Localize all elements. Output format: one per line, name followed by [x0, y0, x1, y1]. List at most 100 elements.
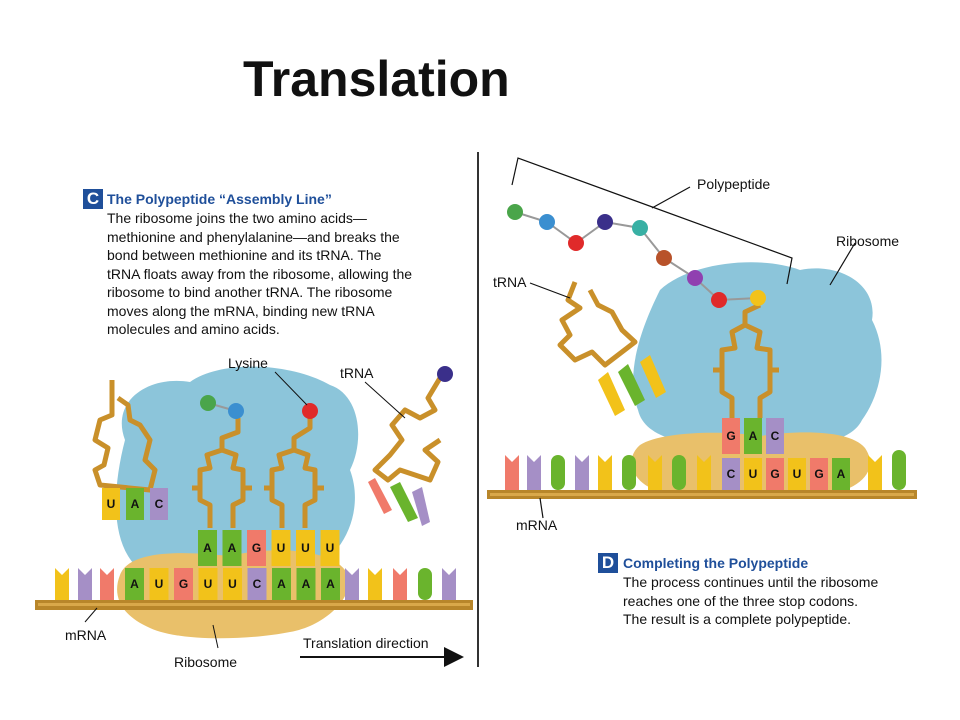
right-mrna-extra-bases	[505, 450, 906, 490]
right-trna-exiting	[557, 281, 666, 416]
exiting-base-letter: A	[131, 497, 140, 511]
mrna-base-block	[744, 458, 762, 490]
anticodon-base-letter: G	[252, 541, 261, 555]
translation-direction-label: Translation direction	[303, 635, 429, 651]
right-trna-bound	[713, 302, 779, 418]
mrna-base-letter: A	[326, 577, 335, 591]
mrna-base-letter: G	[770, 467, 779, 481]
anticodon-base-letter: U	[301, 541, 310, 555]
panel-d-body: The process continues until the ribosome…	[623, 573, 878, 629]
exiting-base-letter: C	[155, 497, 164, 511]
right-mrna-label: mRNA	[516, 517, 558, 533]
lysine-ball	[302, 403, 318, 419]
exiting-base-letter: U	[107, 497, 116, 511]
panel-c-letter: C	[83, 189, 103, 209]
anticodon-base-letter: A	[749, 429, 758, 443]
anticodon-base-letter: A	[228, 541, 237, 555]
mrna-base-letter: A	[277, 577, 286, 591]
mrna-base-block	[272, 568, 291, 600]
panel-c-body: The ribosome joins the two amino acids— …	[107, 209, 412, 339]
left-amino-acids	[200, 366, 453, 419]
anticodon-base-block	[744, 418, 762, 454]
mrna-base-letter: C	[253, 577, 262, 591]
mrna-base-block	[247, 568, 267, 600]
mrna-base-letter: U	[793, 467, 802, 481]
mrna-base-block	[223, 568, 242, 600]
mrna-base-letter: A	[302, 577, 311, 591]
panel-c-line: The ribosome joins the two amino acids—	[107, 210, 367, 226]
right-ribosome-label: Ribosome	[836, 233, 899, 249]
panel-d-line: The result is a complete polypeptide.	[623, 611, 852, 627]
right-leader-lines	[511, 157, 856, 519]
polypeptide-label: Polypeptide	[697, 176, 770, 192]
panel-c-line: ribosome to bind another tRNA. The ribos…	[107, 284, 393, 300]
anticodon-base-block	[296, 530, 315, 566]
anticodon-base-block	[247, 530, 266, 566]
panel-c-line: moves along the mRNA, binding new tRNA	[107, 302, 375, 319]
mrna-base-block	[174, 568, 193, 600]
left-trna-bound-1	[192, 418, 252, 528]
mrna-base-block	[810, 458, 828, 490]
anticodon-base-letter: U	[277, 541, 286, 555]
mrna-base-letter: C	[727, 467, 736, 481]
mrna-base-block	[722, 458, 740, 490]
panel-d-heading: Completing the Polypeptide	[623, 555, 809, 571]
anticodon-base-block	[222, 530, 242, 566]
right-mrna-strand	[487, 490, 917, 499]
mrna-base-block	[198, 568, 218, 600]
mrna-base-letter: U	[204, 577, 213, 591]
left-mrna-extra-bases	[55, 568, 456, 600]
left-ribosome-label: Ribosome	[174, 654, 237, 670]
mrna-base-block	[832, 458, 850, 490]
left-mrna-strand	[35, 600, 473, 610]
left-leader-lines	[84, 371, 406, 649]
mrna-base-block	[788, 458, 806, 490]
anticodon-base-letter: U	[326, 541, 335, 555]
panel-divider	[477, 152, 479, 667]
mrna-base-letter: G	[814, 467, 823, 481]
mrna-base-letter: G	[179, 577, 188, 591]
anticodon-base-block	[320, 530, 340, 566]
left-trna-incoming	[368, 376, 443, 526]
mrna-base-block	[296, 568, 316, 600]
page-title: Translation	[243, 51, 510, 107]
mrna-base-block	[766, 458, 784, 490]
left-mrna-label: mRNA	[65, 627, 107, 643]
left-trna-bound-2	[264, 418, 324, 528]
panel-c-heading: The Polypeptide “Assembly Line”	[107, 191, 332, 207]
panel-d-line: The process continues until the ribosome	[623, 574, 879, 590]
polypeptide-chain	[507, 204, 766, 308]
mrna-base-block	[321, 568, 340, 600]
anticodon-base-block	[271, 530, 291, 566]
panel-d-letter: D	[598, 553, 618, 573]
anticodon-base-letter: A	[203, 541, 212, 555]
panel-d-line: reaches one of the three stop codons.	[623, 592, 859, 609]
mrna-base-block	[125, 568, 144, 600]
mrna-base-letter: U	[228, 577, 237, 591]
mrna-base-letter: A	[837, 467, 846, 481]
mrna-base-letter: U	[155, 577, 164, 591]
panel-c-line: bond between methionine and its tRNA. Th…	[107, 247, 382, 263]
anticodon-base-block	[198, 530, 217, 566]
right-ribosome-large-subunit	[633, 262, 882, 449]
anticodon-base-letter: G	[726, 429, 735, 443]
mrna-base-letter: U	[749, 467, 758, 481]
exiting-base-block	[126, 488, 144, 520]
incoming-amino-acid-ball	[437, 366, 453, 382]
exiting-base-block	[102, 488, 120, 520]
methionine-ball	[200, 395, 216, 411]
panel-c-line: tRNA floats away from the ribosome, allo…	[107, 265, 413, 282]
exiting-base-block	[150, 488, 168, 520]
anticodon-base-letter: C	[771, 429, 780, 443]
panel-c-line: molecules and amino acids.	[107, 321, 280, 337]
panel-c-line: methionine and phenylalanine—and breaks …	[107, 228, 400, 245]
mrna-base-block	[149, 568, 169, 600]
right-trna-label: tRNA	[493, 274, 527, 290]
phenylalanine-ball	[228, 403, 244, 419]
